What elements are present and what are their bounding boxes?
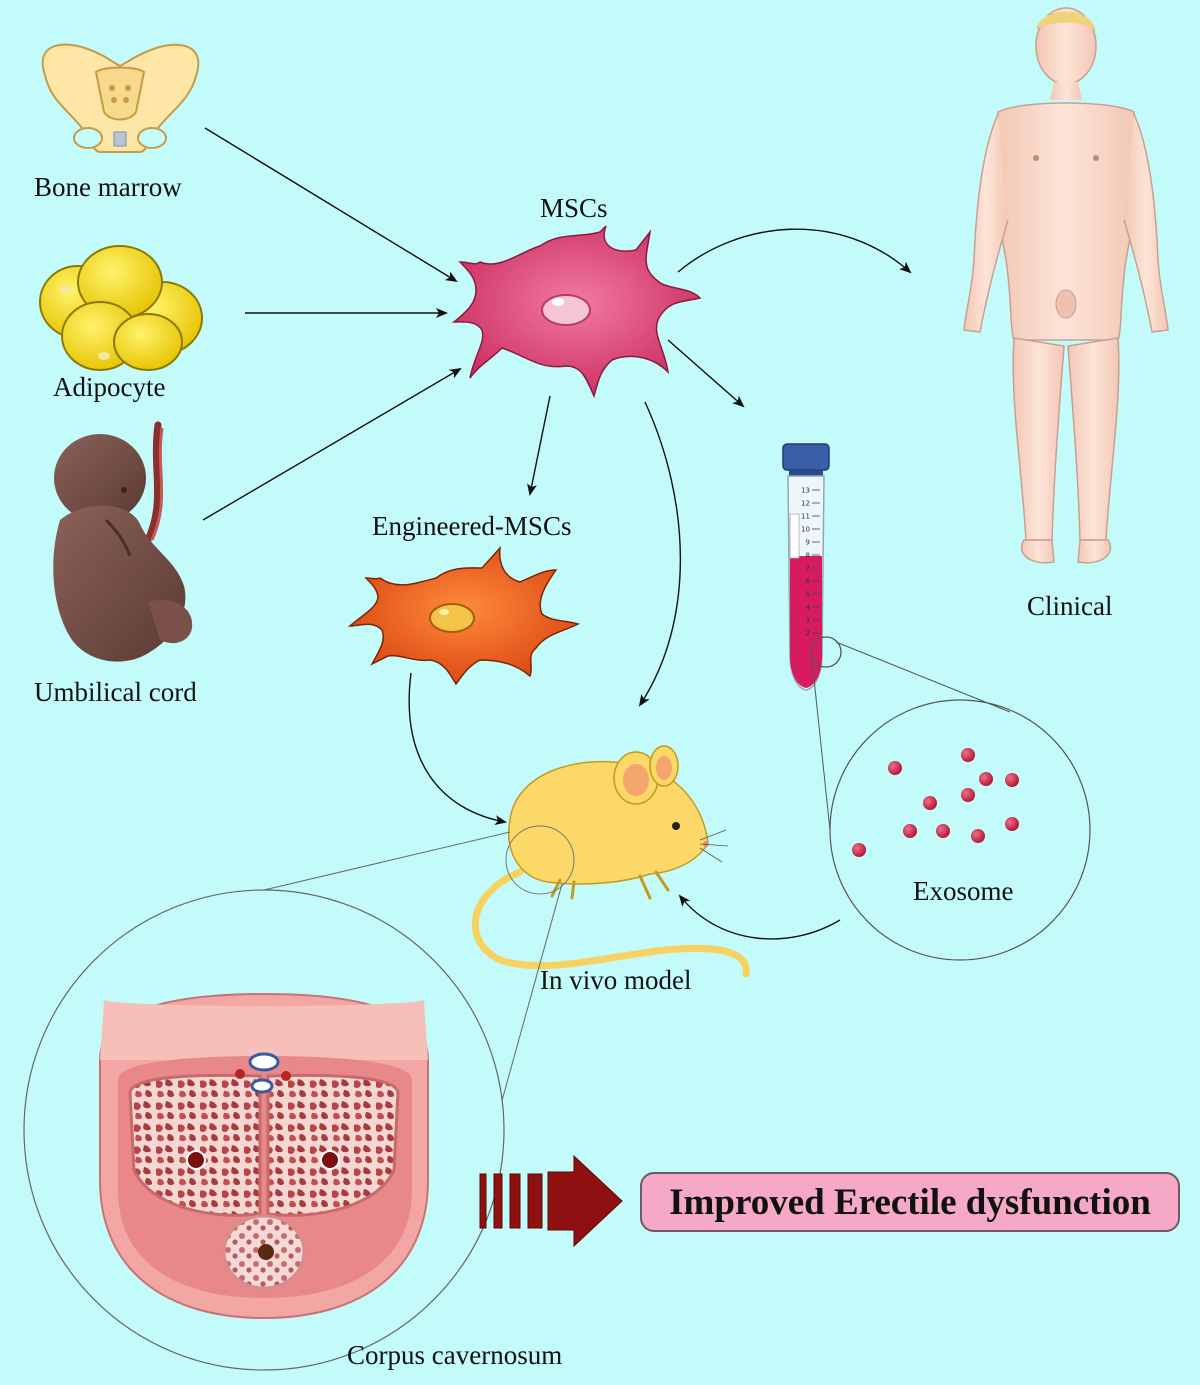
tube-scale-label: 3 <box>806 617 810 625</box>
tube-scale-label: 13 <box>801 487 810 495</box>
tube-scale-label: 4 <box>806 604 811 612</box>
tube-scale: 13 12 11 10 9 8 7 6 5 4 3 2 <box>801 487 820 638</box>
tube-scale-label: 8 <box>806 552 810 560</box>
mouse-zoom-lens <box>505 825 575 895</box>
exosome-zoom-circle <box>829 699 1091 961</box>
label-exosome: Exosome <box>913 876 1014 906</box>
engineered-msc-cell-icon <box>347 545 580 686</box>
tube-scale-label: 2 <box>806 630 810 638</box>
pelvis-bone-icon <box>41 43 200 153</box>
mouse-icon <box>471 745 750 978</box>
label-adipocyte: Adipocyte <box>53 372 166 402</box>
corpus-cavernosum-cross-section <box>99 992 429 1320</box>
label-bone-marrow: Bone marrow <box>34 172 182 202</box>
tube-scale-label: 12 <box>801 500 810 508</box>
outcome-arrow <box>479 1154 623 1248</box>
label-clinical: Clinical <box>1027 591 1113 621</box>
tube-zoom-lens <box>810 636 842 668</box>
fetus-umbilical-cord-icon <box>53 421 193 662</box>
tube-scale-label: 7 <box>806 565 810 573</box>
label-in-vivo-model: In vivo model <box>540 965 692 995</box>
adipocyte-icon <box>39 245 203 371</box>
label-corpus-cavernosum: Corpus cavernosum <box>347 1340 563 1370</box>
result-box: Improved Erectile dysfunction <box>640 1172 1180 1232</box>
tube-scale-label: 10 <box>801 526 810 534</box>
result-text: Improved Erectile dysfunction <box>669 1181 1151 1223</box>
label-mscs: MSCs <box>540 193 608 223</box>
label-umbilical-cord: Umbilical cord <box>34 677 197 707</box>
tube-scale-label: 6 <box>806 578 811 586</box>
tube-scale-label: 5 <box>806 591 810 599</box>
label-engineered-mscs: Engineered-MSCs <box>372 511 572 541</box>
test-tube-icon: 13 12 11 10 9 8 7 6 5 4 3 2 <box>782 443 830 691</box>
human-figure-icon <box>963 7 1169 564</box>
flow-arrows <box>202 127 912 940</box>
tube-scale-label: 11 <box>801 513 810 521</box>
msc-cell-icon <box>451 225 702 399</box>
tube-scale-label: 9 <box>806 539 810 547</box>
